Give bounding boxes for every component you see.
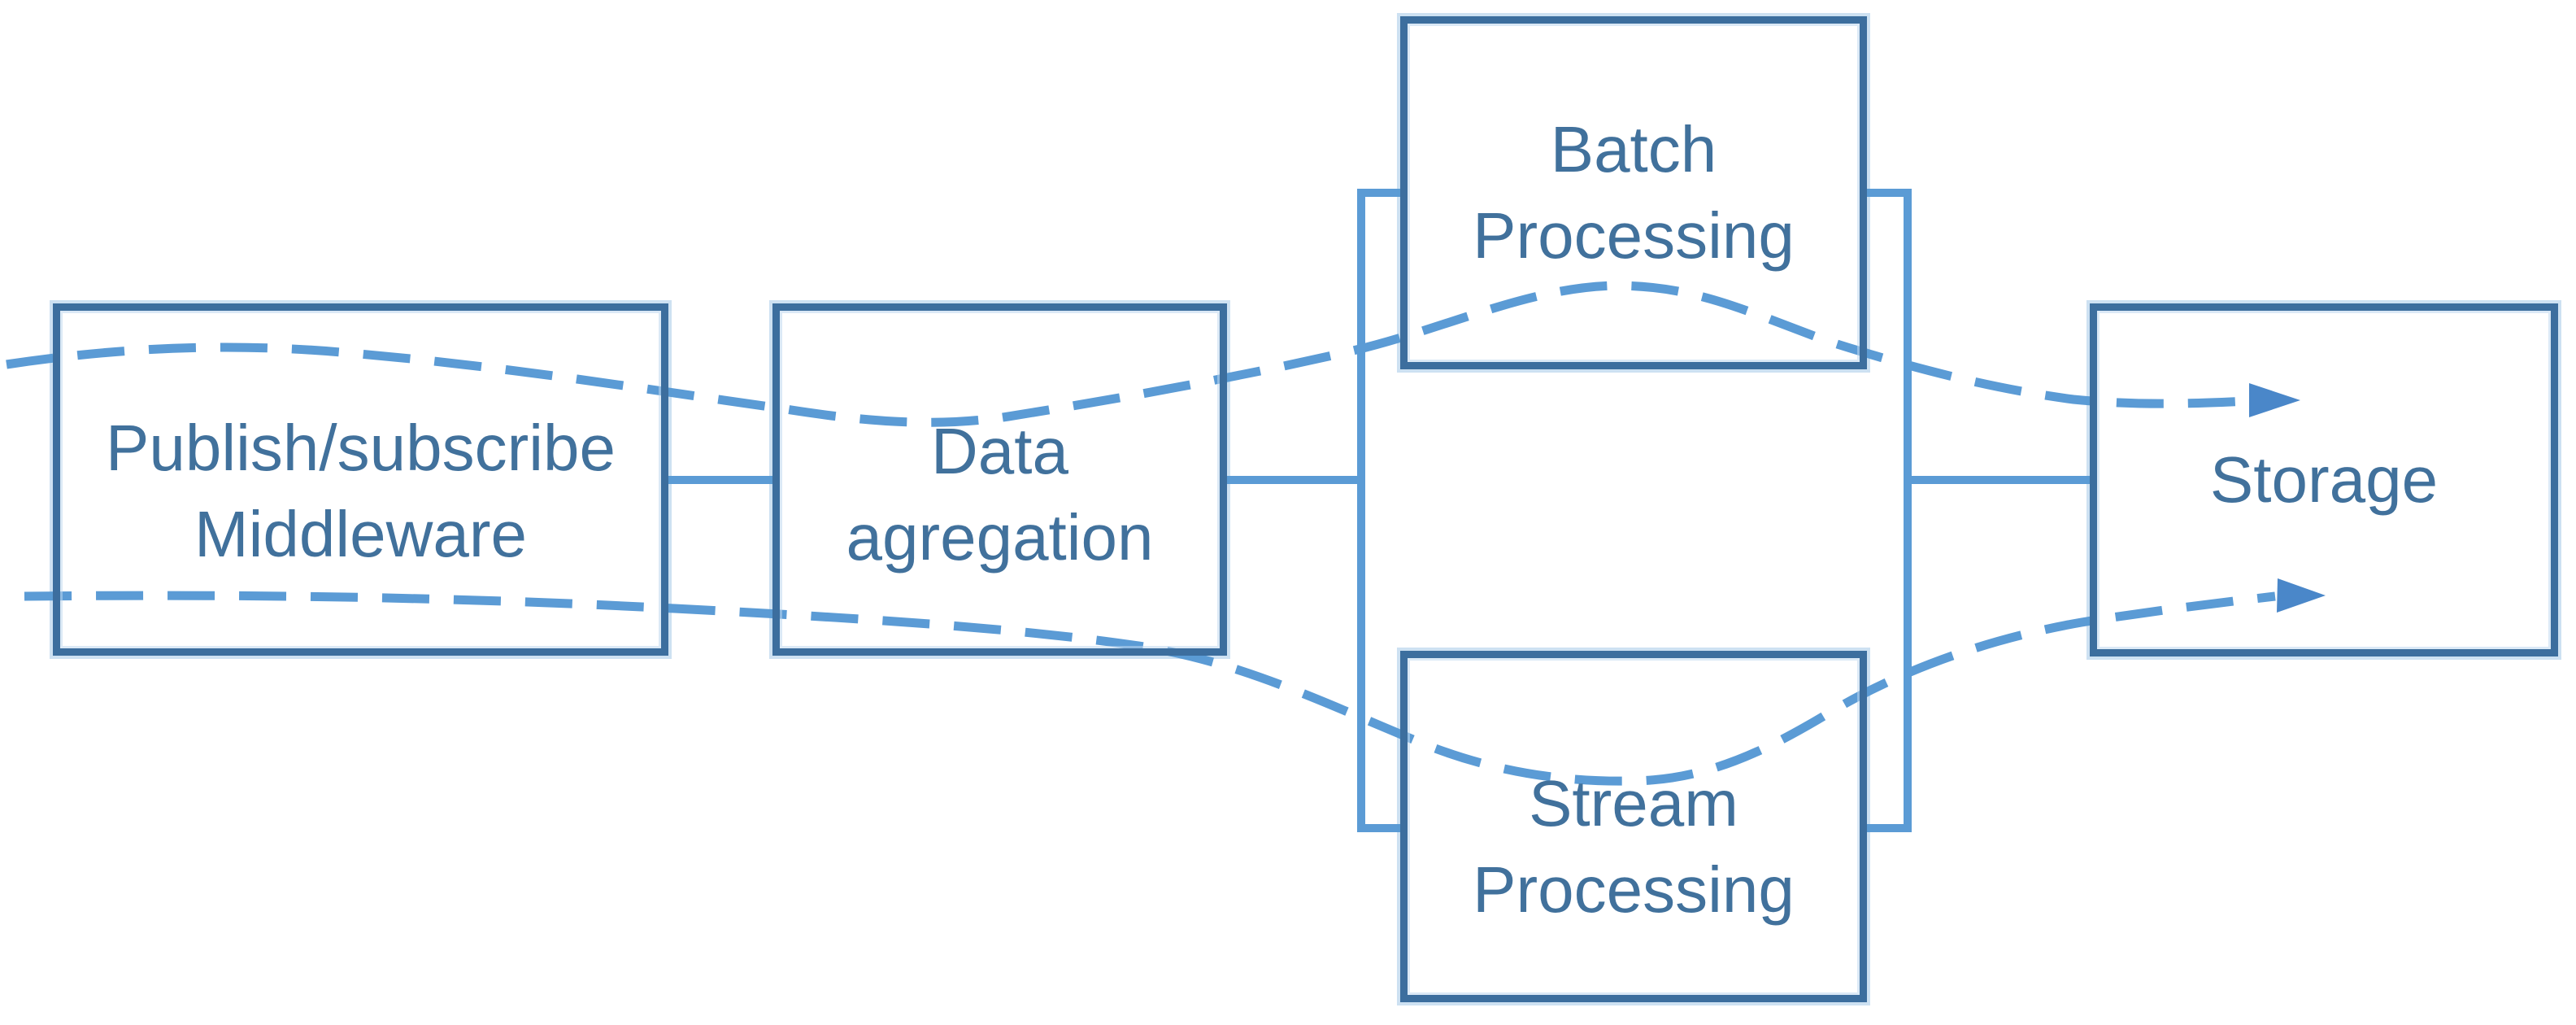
node-label: Publish/subscribe — [106, 411, 616, 484]
node-data-aggregation: Data agregation — [772, 303, 1227, 656]
node-publish-subscribe-middleware: Publish/subscribe Middleware — [53, 303, 668, 656]
node-label: Processing — [1473, 853, 1795, 926]
bottom-dashed-flow — [24, 591, 2276, 786]
top-arrowhead-icon — [2249, 383, 2300, 417]
bottom-arrowhead-icon — [2277, 578, 2326, 613]
bracket-left — [1357, 189, 1404, 832]
node-label: Batch — [1550, 113, 1717, 185]
node-label: Middleware — [194, 497, 528, 570]
node-label: Processing — [1473, 199, 1795, 272]
node-stream-processing: Stream Processing — [1400, 651, 1867, 1002]
node-label: Storage — [2209, 443, 2439, 516]
top-dashed-flow — [6, 281, 2249, 427]
node-batch-processing: Batch Processing — [1400, 16, 1867, 369]
node-label: Stream — [1529, 767, 1738, 840]
bracket-right — [1864, 189, 1912, 832]
node-label: agregation — [846, 500, 1154, 574]
node-label: Data — [931, 414, 1068, 487]
node-storage: Storage — [2090, 303, 2558, 656]
